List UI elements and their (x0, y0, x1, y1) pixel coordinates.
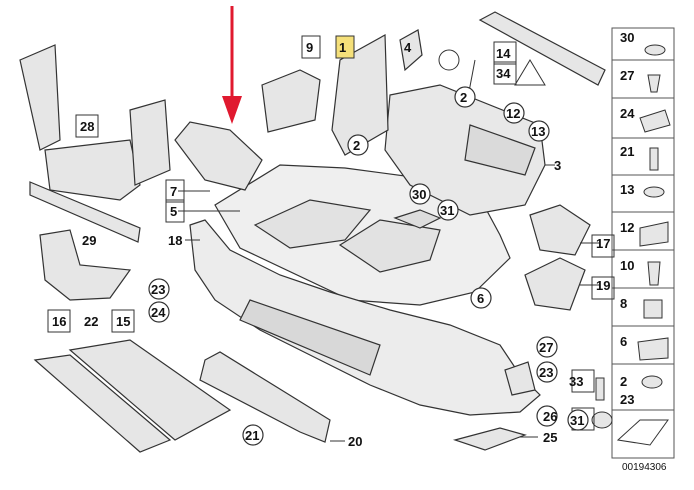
part-15-16-panels (33, 339, 232, 453)
column-label-8: 8 (620, 296, 627, 311)
callout-27a: 27 (539, 340, 553, 355)
callout-18: 18 (168, 233, 182, 248)
part-29-strip (29, 181, 141, 243)
front-lower-shield (189, 219, 541, 416)
plug-icon (641, 375, 663, 389)
callout-21a: 21 (245, 428, 259, 443)
column-label-6: 6 (620, 334, 627, 349)
callout-24a: 24 (151, 305, 166, 320)
nut-plate-icon (639, 221, 669, 247)
warning-triangle-icon (514, 59, 546, 86)
document-number: 00194306 (622, 462, 667, 473)
column-label-12: 12 (620, 220, 634, 235)
fastener-icons (616, 44, 671, 446)
bolt-icon (595, 377, 605, 401)
callout-26: 26 (543, 409, 557, 424)
nut-clip-icon (639, 109, 671, 133)
callout-34: 34 (496, 66, 511, 81)
square-nut-icon (643, 299, 663, 319)
callout-19: 19 (596, 278, 610, 293)
grommet-icon (438, 49, 460, 71)
column-label-13: 13 (620, 182, 634, 197)
callout-16: 16 (52, 314, 66, 329)
part-7-panel (174, 121, 263, 191)
column-label-27: 27 (620, 68, 634, 83)
part-28-panel (19, 44, 171, 201)
column-label-24: 24 (620, 106, 635, 121)
callout-9: 9 (306, 40, 313, 55)
direction-arrow-icon (616, 419, 669, 446)
column-label-10: 10 (620, 258, 634, 273)
callout-33: 33 (569, 374, 583, 389)
mid-fastener-icons (438, 49, 613, 429)
callout-4: 4 (404, 40, 412, 55)
callout-30a: 30 (412, 187, 426, 202)
column-label-21: 21 (620, 144, 634, 159)
leader-lines (178, 59, 600, 442)
callout-31b: 31 (570, 413, 584, 428)
callout-31a: 31 (440, 203, 454, 218)
circled-labels (148, 86, 589, 446)
column-label-2: 2 (620, 374, 627, 389)
washer-icon (644, 44, 666, 56)
callout-15: 15 (116, 314, 130, 329)
callout-25: 25 (543, 430, 557, 445)
screw-icon (649, 147, 659, 171)
part-9-bracket (261, 69, 321, 133)
column-label-23: 23 (620, 392, 634, 407)
callout-20: 20 (348, 434, 362, 449)
part-22-panel (39, 229, 132, 301)
callout-1: 1 (339, 40, 346, 55)
callout-23b: 23 (539, 365, 553, 380)
part-14-strip (478, 11, 606, 86)
callout-23a: 23 (151, 282, 165, 297)
expansion-nut-icon (647, 261, 661, 286)
column-label-30: 30 (620, 30, 634, 45)
callout-3: 3 (554, 158, 561, 173)
part-4-clip (399, 29, 423, 72)
underbody-shield-main (214, 164, 511, 306)
callout-14: 14 (496, 46, 511, 61)
part-17-19-brackets (524, 204, 591, 311)
rivet-icon (643, 186, 665, 198)
nut-icon (591, 411, 613, 429)
clip-icon (647, 74, 661, 93)
part-25-26-clips (452, 361, 536, 451)
callout-5: 5 (170, 204, 177, 219)
part-20-strip (199, 351, 331, 443)
callout-12a: 12 (506, 106, 520, 121)
bracket-nut-icon (637, 337, 669, 361)
callout-29: 29 (82, 233, 96, 248)
callout-28: 28 (80, 119, 94, 134)
callout-13a: 13 (531, 124, 545, 139)
callout-6: 6 (477, 291, 484, 306)
callout-2b: 2 (460, 90, 467, 105)
boxed-labels (47, 35, 615, 431)
callout-17: 17 (596, 236, 610, 251)
callout-2a: 2 (353, 138, 360, 153)
red-pointer-arrow-icon (222, 6, 242, 124)
callout-7: 7 (170, 184, 177, 199)
callout-22: 22 (84, 314, 98, 329)
